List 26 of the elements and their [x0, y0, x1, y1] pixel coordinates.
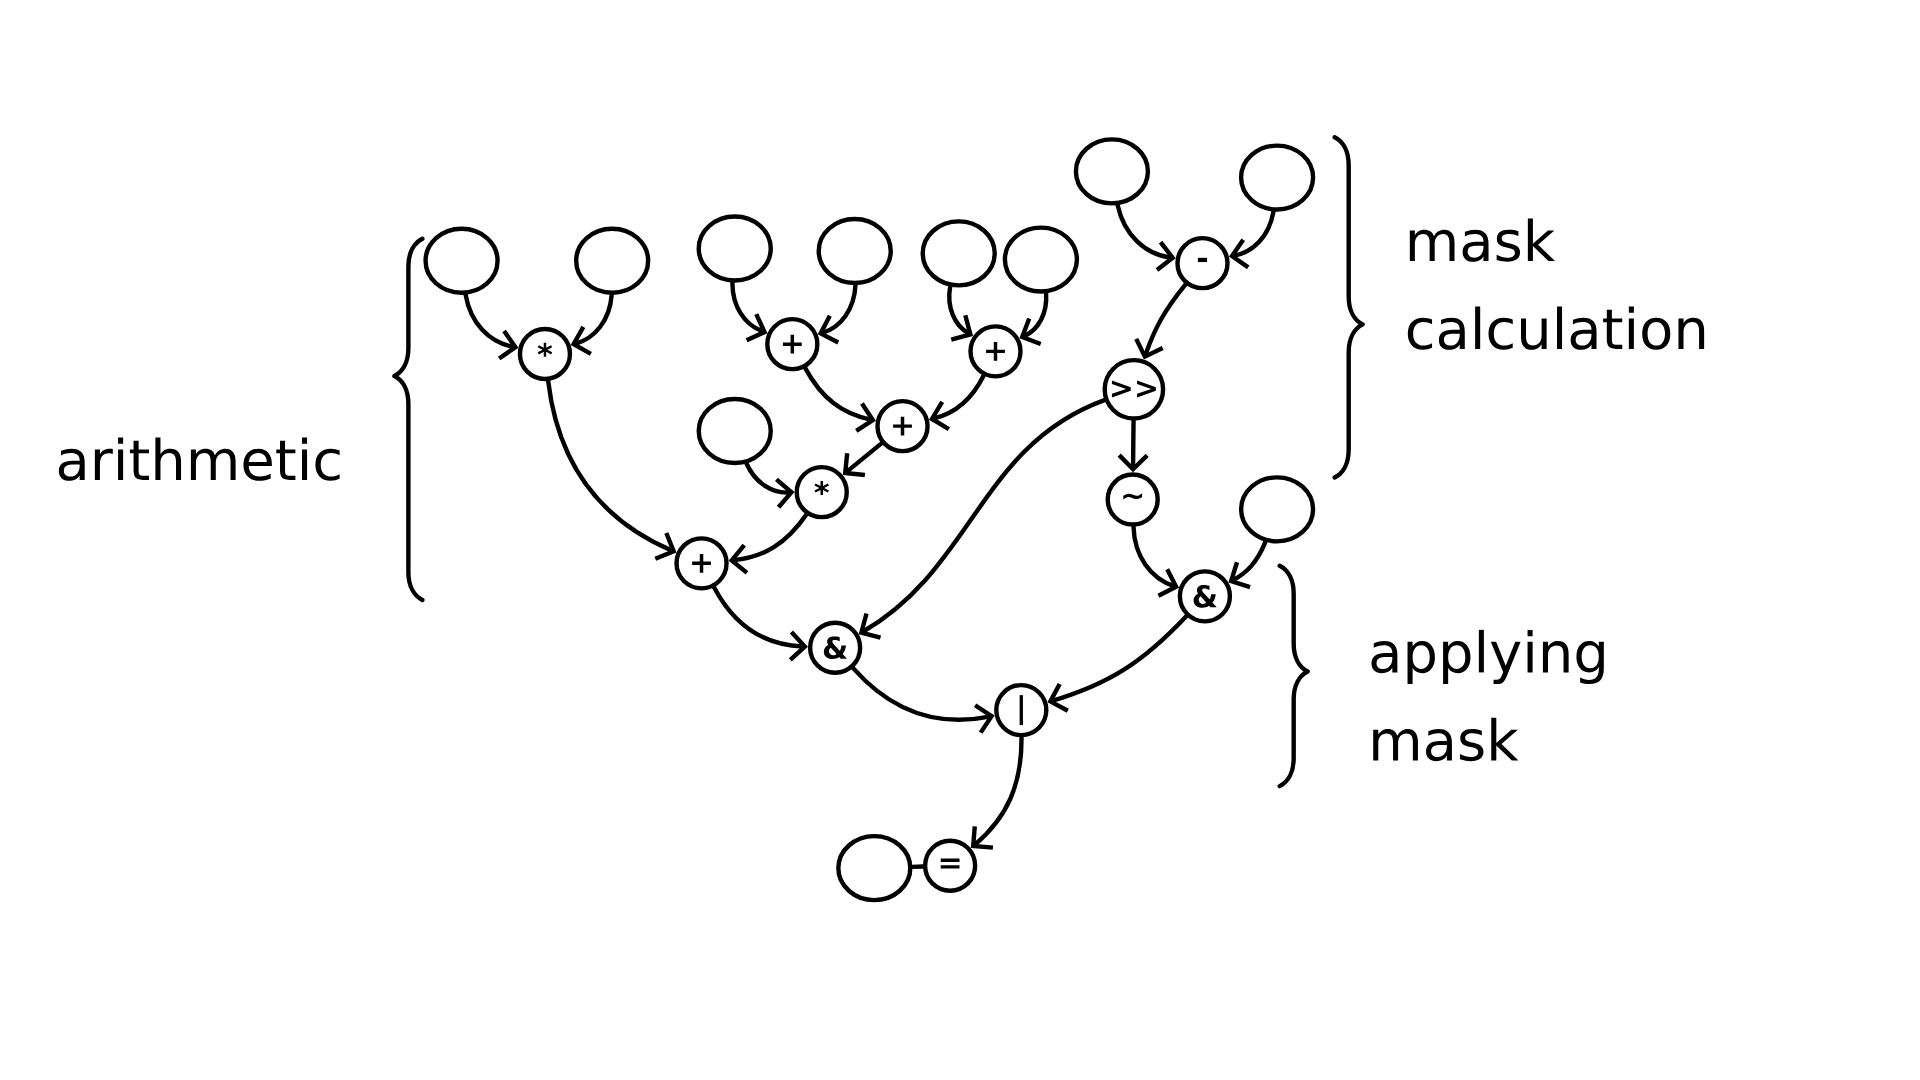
arrow: [712, 585, 808, 662]
arrow: [970, 735, 1024, 850]
input-circle: [1073, 137, 1151, 206]
group-label: mask calculation: [1407, 218, 1705, 350]
connector-line: [910, 864, 926, 870]
arrow: [728, 512, 809, 575]
arrow: [803, 365, 876, 433]
input-circle: [696, 214, 773, 283]
input-circle: [1238, 475, 1316, 544]
arrow: [850, 665, 995, 734]
input-circle: [816, 216, 893, 286]
input-circle: [573, 226, 651, 296]
group-label: arithmetic: [58, 437, 340, 481]
arrow: [858, 397, 1107, 640]
input-circle: [920, 219, 997, 288]
input-circle: [1238, 143, 1316, 212]
input-circle: [696, 396, 773, 466]
group-label: applying mask: [1371, 629, 1604, 762]
input-circle: [836, 833, 913, 903]
input-circle: [423, 226, 500, 296]
arrow: [842, 441, 884, 478]
arrow: [545, 378, 677, 561]
input-circle: [1002, 225, 1080, 294]
arrow: [1131, 524, 1180, 598]
arrow: [1134, 282, 1188, 360]
arrow: [1047, 614, 1189, 713]
